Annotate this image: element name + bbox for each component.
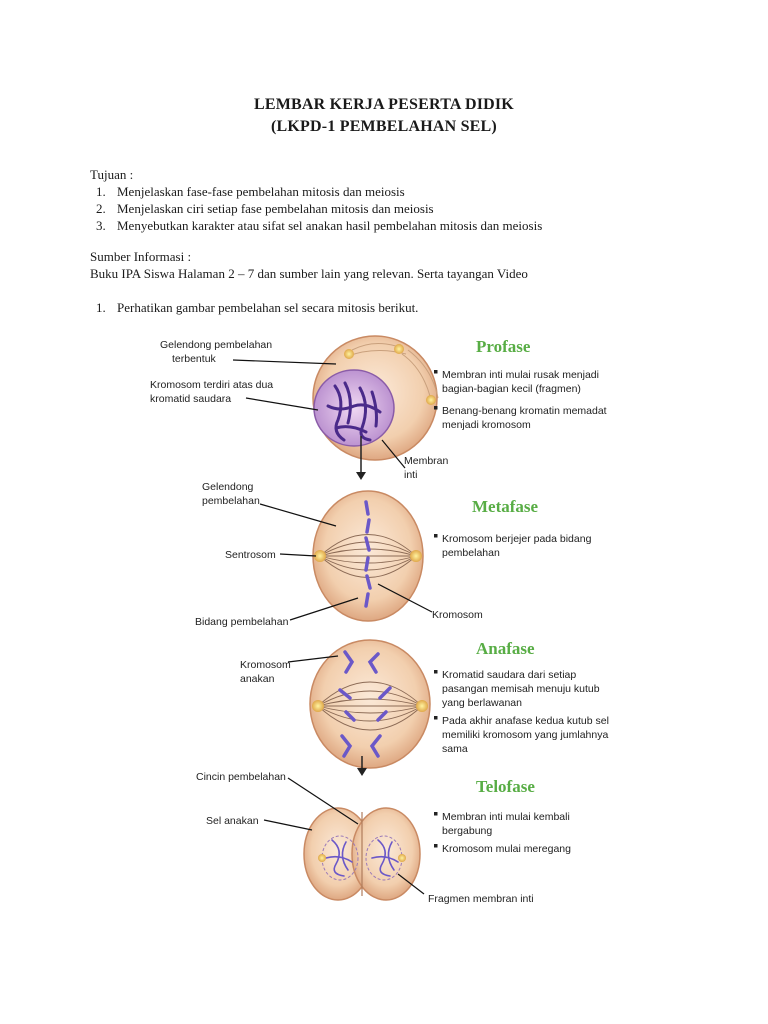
tujuan-item-3-number: 3. — [96, 218, 106, 234]
label-gelendong-2: pembelahan — [202, 495, 260, 507]
label-sentrosom: Sentrosom — [225, 549, 276, 561]
telofase-desc-1a: Membran inti mulai kembali — [442, 811, 570, 823]
label-gelendong-pembelahan-1: Gelendong pembelahan — [160, 339, 272, 351]
mitosis-diagram: Gelendong pembelahan terbentuk Kromosom … — [140, 328, 630, 918]
label-kromosom: Kromosom — [432, 609, 483, 621]
label-bidang-pembelahan: Bidang pembelahan — [195, 616, 289, 628]
telofase-desc-1b: bergabung — [442, 825, 492, 837]
tujuan-item-3-text: Menyebutkan karakter atau sifat sel anak… — [117, 218, 542, 234]
metafase-cell — [313, 491, 423, 621]
anafase-desc-2c: sama — [442, 743, 468, 755]
label-kromosom-1: Kromosom terdiri atas dua — [150, 379, 273, 391]
profase-desc-1b: bagian-bagian kecil (fragmen) — [442, 383, 581, 395]
profase-desc-2a: Benang-benang kromatin memadat — [442, 405, 607, 417]
bullet-icon — [434, 406, 438, 410]
centrosome-icon — [398, 854, 406, 862]
anafase-desc-1a: Kromatid saudara dari setiap — [442, 669, 576, 681]
label-membran-inti-2: inti — [404, 469, 417, 481]
label-kromosom-2: kromatid saudara — [150, 393, 231, 405]
label-membran-inti-1: Membran — [404, 455, 449, 467]
label-gelendong-1: Gelendong — [202, 481, 254, 493]
label-sel-anakan: Sel anakan — [206, 815, 259, 827]
anafase-desc-2b: memiliki kromosom yang jumlahnya — [442, 729, 608, 741]
profase-desc-2b: menjadi kromosom — [442, 419, 531, 431]
bullet-icon — [434, 534, 438, 538]
sumber-heading: Sumber Informasi : — [90, 249, 191, 265]
label-kromosom-anakan-2: anakan — [240, 673, 275, 685]
bullet-icon — [434, 844, 438, 848]
phase-title-profase: Profase — [476, 337, 531, 356]
page-title: LEMBAR KERJA PESERTA DIDIK — [0, 96, 768, 114]
anafase-desc-1b: pasangan memisah menuju kutub — [442, 683, 600, 695]
tujuan-item-2-number: 2. — [96, 201, 106, 217]
question-text: Perhatikan gambar pembelahan sel secara … — [117, 300, 418, 316]
metafase-desc-1b: pembelahan — [442, 547, 500, 559]
phase-title-telofase: Telofase — [476, 777, 535, 796]
telofase-desc-2a: Kromosom mulai meregang — [442, 843, 571, 855]
phase-title-metafase: Metafase — [472, 497, 539, 516]
label-gelendong-pembelahan-2: terbentuk — [172, 353, 217, 365]
nucleus-icon — [314, 370, 394, 446]
bullet-icon — [434, 716, 438, 720]
telofase-cell — [304, 808, 420, 900]
sumber-text: Buku IPA Siswa Halaman 2 – 7 dan sumber … — [90, 266, 528, 282]
tujuan-item-1-text: Menjelaskan fase-fase pembelahan mitosis… — [117, 184, 405, 200]
label-cincin-pembelahan: Cincin pembelahan — [196, 771, 286, 783]
tujuan-item-1-number: 1. — [96, 184, 106, 200]
centrosome-icon — [426, 395, 436, 405]
profase-desc-1a: Membran inti mulai rusak menjadi — [442, 369, 599, 381]
centrosome-icon — [416, 700, 428, 712]
phase-title-anafase: Anafase — [476, 639, 535, 658]
label-kromosom-anakan-1: Kromosom — [240, 659, 291, 671]
centrosome-icon — [344, 349, 354, 359]
profase-cell — [313, 336, 438, 460]
metafase-desc-1a: Kromosom berjejer pada bidang — [442, 533, 592, 545]
tujuan-heading: Tujuan : — [90, 167, 133, 183]
anafase-desc-1c: yang berlawanan — [442, 697, 522, 709]
centrosome-icon — [410, 550, 422, 562]
centrosome-icon — [394, 344, 404, 354]
bullet-icon — [434, 370, 438, 374]
tujuan-item-2-text: Menjelaskan ciri setiap fase pembelahan … — [117, 201, 434, 217]
anafase-cell — [310, 640, 430, 768]
anafase-desc-2a: Pada akhir anafase kedua kutub sel — [442, 715, 609, 727]
page-subtitle: (LKPD-1 PEMBELAHAN SEL) — [0, 118, 768, 136]
label-fragmen-membran-inti: Fragmen membran inti — [428, 893, 534, 905]
bullet-icon — [434, 812, 438, 816]
bullet-icon — [434, 670, 438, 674]
centrosome-icon — [318, 854, 326, 862]
centrosome-icon — [312, 700, 324, 712]
question-number: 1. — [96, 300, 106, 316]
